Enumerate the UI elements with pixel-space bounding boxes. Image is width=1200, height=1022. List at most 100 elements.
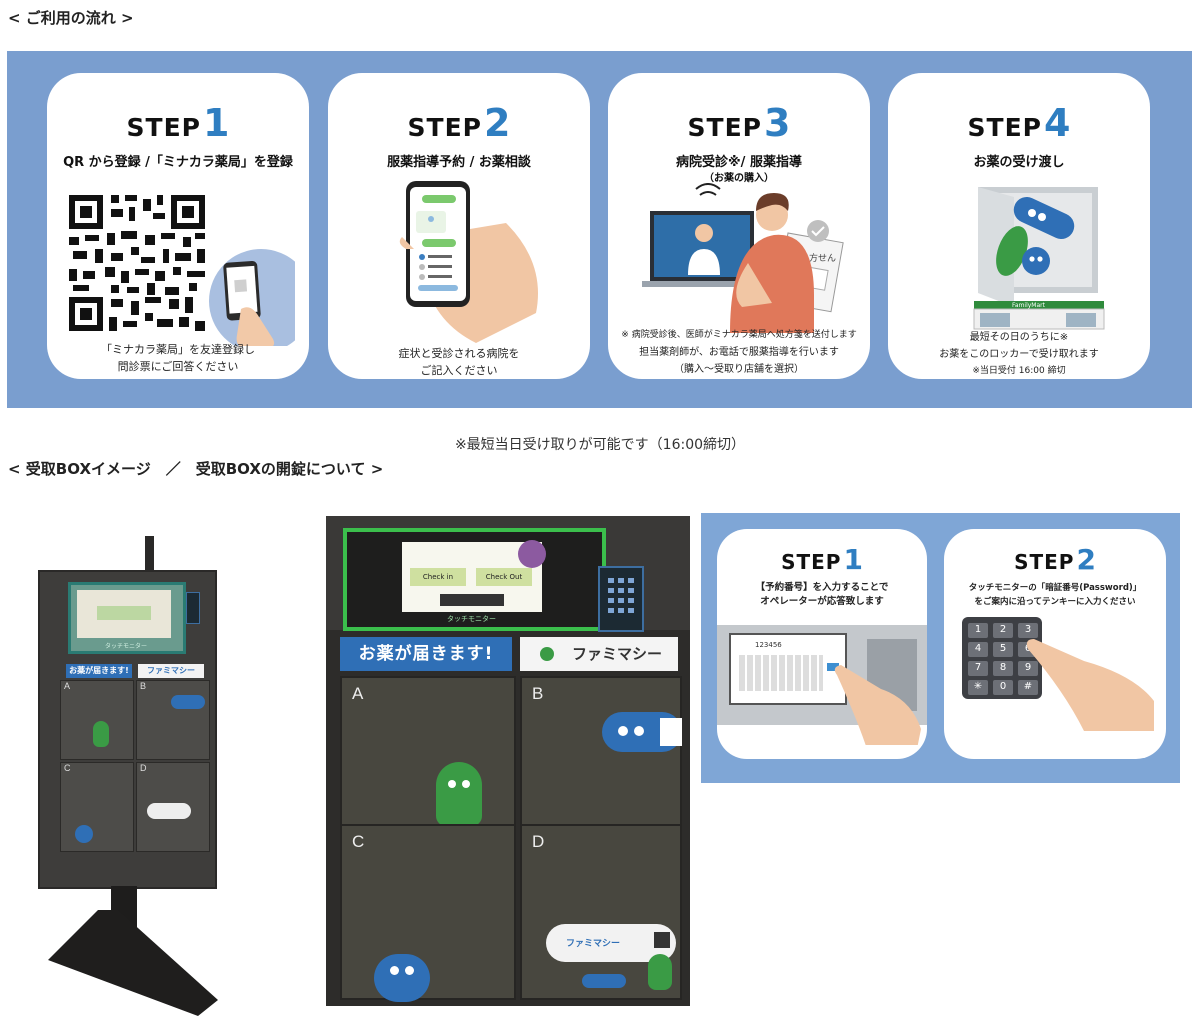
- capsule-half: [660, 718, 682, 746]
- step-label: STEP: [967, 113, 1042, 142]
- blue-character: [75, 825, 93, 843]
- unlock-step-card-2: STEP2 タッチモニターの「暗証番号(Password)」 をご案内に沿ってテ…: [944, 529, 1166, 759]
- step-description: 症状と受診される病院を ご記入ください: [328, 345, 590, 379]
- unlock-description-line: オペレーターが応答致します: [760, 596, 884, 607]
- kiosk-door-a: A: [60, 680, 134, 760]
- step-description-line: 担当薬剤師が、お電話で服薬指導を行います: [639, 347, 839, 358]
- unlock-steps-panel: STEP1 【予約番号】を入力することで オペレーターが応答致します 12345…: [701, 513, 1180, 783]
- keypad-key[interactable]: 9: [1018, 661, 1038, 676]
- step-card-1: STEP1 QR から登録 /「ミナカラ薬局」を登録: [47, 73, 309, 379]
- qr-code-icon: [69, 195, 295, 346]
- locker-photo: Check in Check Out タッチモニター お薬が届きます! ファミマ…: [326, 516, 690, 1006]
- reservation-code-display: 123456: [755, 641, 782, 649]
- keypad-key[interactable]: 8: [993, 661, 1013, 676]
- keypad-key[interactable]: 1: [968, 623, 988, 638]
- keypad-key[interactable]: 3: [1018, 623, 1038, 638]
- locker-door-letter: D: [532, 832, 545, 851]
- step-title: QR から登録 /「ミナカラ薬局」を登録: [63, 155, 293, 170]
- brand-logo-icon: [540, 647, 554, 661]
- pointing-hand-icon: [834, 665, 921, 745]
- unlock-step-card-1: STEP1 【予約番号】を入力することで オペレーターが応答致します 12345…: [717, 529, 927, 759]
- screen-action-bar: [440, 594, 504, 606]
- step-number: 1: [843, 543, 863, 576]
- character-eye: [448, 780, 456, 788]
- locker-door-letter: B: [532, 684, 544, 703]
- step-description-line: （購入〜受取り店舗を選択）: [674, 364, 804, 375]
- locker-screen-frame: Check in Check Out タッチモニター: [343, 528, 606, 631]
- locker-door-d: D ファミマシー: [520, 824, 682, 1000]
- step-description: 「ミナカラ薬局」を友達登録し 問診票にご回答ください: [47, 341, 309, 375]
- step-description: 最短その日のうちに※ お薬をこのロッカーで受け取れます ※当日受付 16:00 …: [888, 329, 1150, 379]
- kiosk-screen-display: [77, 590, 171, 638]
- locker-icon: FamilyMart: [973, 187, 1105, 330]
- touch-monitor-illustration: 123456: [717, 625, 927, 745]
- character-eye: [618, 726, 628, 736]
- locker-banner-blue: お薬が届きます!: [340, 637, 512, 671]
- keypad-key[interactable]: 2: [993, 623, 1013, 638]
- box-heading: < 受取BOXイメージ ／ 受取BOXの開錠について >: [8, 460, 384, 478]
- flow-heading: < ご利用の流れ >: [8, 9, 134, 27]
- onscreen-keyboard: [739, 655, 823, 691]
- kiosk-door-letter: A: [64, 681, 71, 691]
- locker-door-letter: C: [352, 832, 365, 851]
- smartphone-icon: [399, 181, 538, 343]
- step-title: 病院受診※/ 服薬指導: [676, 155, 802, 170]
- kiosk-door-c: C: [60, 762, 134, 852]
- pointing-hand-icon: [1026, 639, 1154, 731]
- character-eye: [390, 966, 399, 975]
- blue-capsule-character: [171, 695, 205, 709]
- step-heading: STEP4: [888, 101, 1150, 145]
- locker-keypad[interactable]: [598, 566, 644, 632]
- enter-key: [827, 663, 839, 671]
- step-card-3: STEP3 病院受診※/ 服薬指導 （お薬の購入） 処方せん ※ 病院受診後、医…: [608, 73, 870, 379]
- flow-banner: STEP1 QR から登録 /「ミナカラ薬局」を登録: [7, 51, 1192, 408]
- kiosk-banner-blue: お薬が届きます!: [66, 664, 132, 678]
- keypad-icon: [608, 578, 634, 613]
- step-number: 4: [1044, 101, 1071, 145]
- locker-banner-brand: ファミマシー: [520, 637, 678, 671]
- touch-monitor-screen: 123456: [729, 633, 847, 705]
- check-out-button[interactable]: Check Out: [476, 568, 532, 586]
- step-heading: STEP2: [328, 101, 590, 145]
- step-description-line: ※当日受付 16:00 締切: [972, 366, 1066, 376]
- step-label: STEP: [126, 113, 201, 142]
- blue-capsule-character: [582, 974, 626, 988]
- locker-door-a: A: [340, 676, 516, 826]
- unlock-step-description: タッチモニターの「暗証番号(Password)」 をご案内に沿ってテンキーに入力…: [944, 581, 1166, 609]
- locker-top-panel: Check in Check Out タッチモニター: [326, 516, 690, 632]
- keypad-key[interactable]: 5: [993, 642, 1013, 657]
- step-card-2: STEP2 服薬指導予約 / お薬相談 症状と受診される病院を ご記入ください: [328, 73, 590, 379]
- unlock-description-line: をご案内に沿ってテンキーに入力ください: [974, 597, 1136, 607]
- step-label: STEP: [407, 113, 482, 142]
- keypad-key[interactable]: 4: [968, 642, 988, 657]
- unlock-step-heading: STEP2: [944, 543, 1166, 576]
- kiosk-screen-button: [97, 606, 151, 620]
- same-day-note: ※最短当日受け取りが可能です（16:00締切）: [454, 437, 746, 453]
- kiosk-screen-label: タッチモニター: [105, 643, 148, 650]
- step-title: 服薬指導予約 / お薬相談: [387, 155, 531, 170]
- kiosk-photo: タッチモニター お薬が届きます! ファミマシー A B C D: [18, 530, 228, 1020]
- check-in-button[interactable]: Check in: [410, 568, 466, 586]
- screen-avatar: [518, 540, 546, 568]
- keypad-key[interactable]: ✳: [968, 680, 988, 695]
- kiosk-door-letter: C: [64, 763, 71, 773]
- online-consultation-icon: 処方せん: [642, 183, 844, 333]
- kiosk-door-letter: B: [140, 681, 147, 691]
- unlock-step-heading: STEP1: [717, 543, 927, 576]
- step-number: 2: [484, 101, 511, 145]
- kiosk-antenna: [145, 536, 154, 570]
- keypad-key[interactable]: #: [1018, 680, 1038, 695]
- character-eye: [634, 726, 644, 736]
- green-character: [93, 721, 109, 747]
- step-description: ※ 病院受診後、医師がミナカラ薬局へ処方箋を送付します 担当薬剤師が、お電話で服…: [608, 327, 870, 378]
- keypad-key[interactable]: 0: [993, 680, 1013, 695]
- step-description-line: 症状と受診される病院を: [398, 347, 520, 360]
- locker-screen-label: タッチモニター: [447, 615, 496, 623]
- kiosk-door-d: D: [136, 762, 210, 852]
- locker-screen: Check in Check Out: [402, 540, 546, 612]
- blue-capsule-character: [602, 712, 682, 752]
- unlock-description-line: 【予約番号】を入力することで: [755, 582, 889, 593]
- keypad-key[interactable]: 7: [968, 661, 988, 676]
- store-sign: FamilyMart: [1012, 302, 1046, 309]
- locker-door-b: B: [520, 676, 682, 826]
